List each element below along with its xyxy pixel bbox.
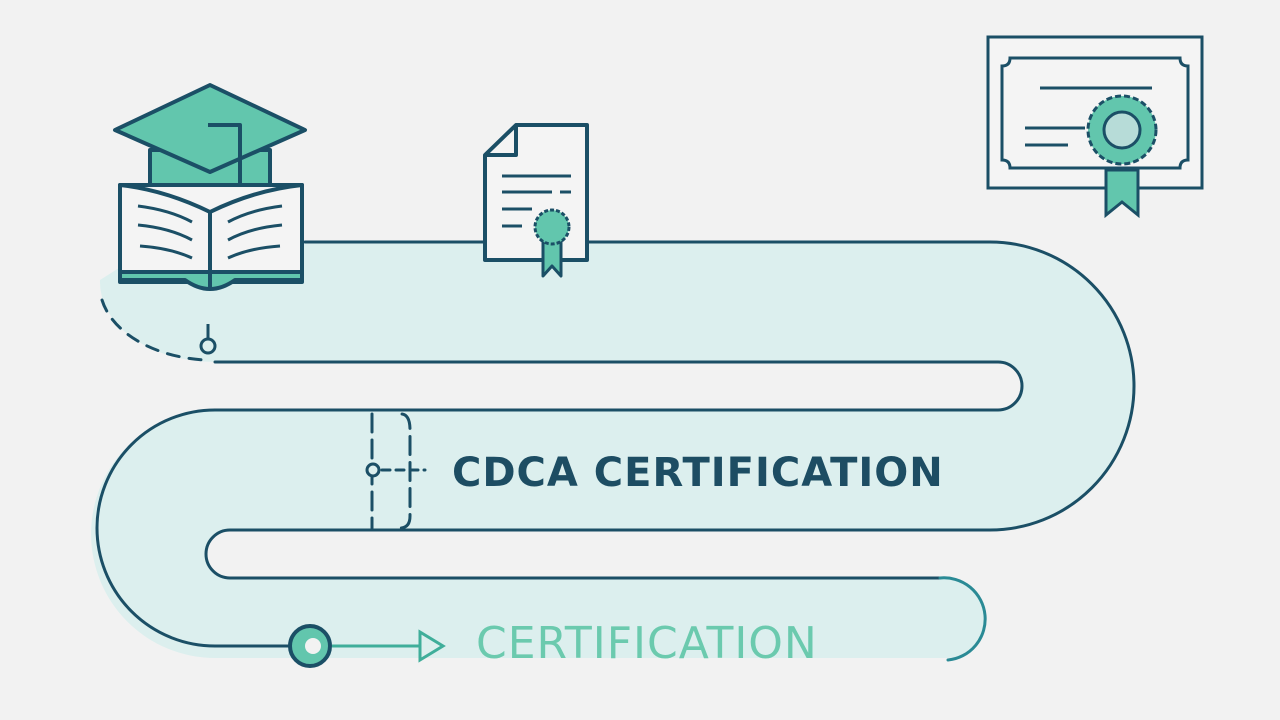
divider-node-icon (365, 462, 381, 478)
certificate-icon (986, 35, 1204, 219)
start-node-icon (288, 624, 332, 668)
pathway-outer-line (204, 240, 1136, 580)
tassel-icon (208, 123, 242, 185)
pathway-inner-line (95, 360, 1024, 648)
diagram-title: CDCA CERTIFICATION (452, 450, 944, 496)
pathway-band (91, 242, 1134, 658)
open-book-icon (118, 183, 304, 291)
graduation-cap-top-icon (113, 83, 307, 174)
pathway-end-curve (938, 576, 987, 662)
diagram-subtitle: CERTIFICATION (476, 618, 818, 669)
arrow-icon (332, 629, 446, 663)
document-with-seal-icon (483, 123, 589, 278)
pin-node-icon (199, 324, 217, 355)
pathway-dashed-start (100, 298, 207, 362)
